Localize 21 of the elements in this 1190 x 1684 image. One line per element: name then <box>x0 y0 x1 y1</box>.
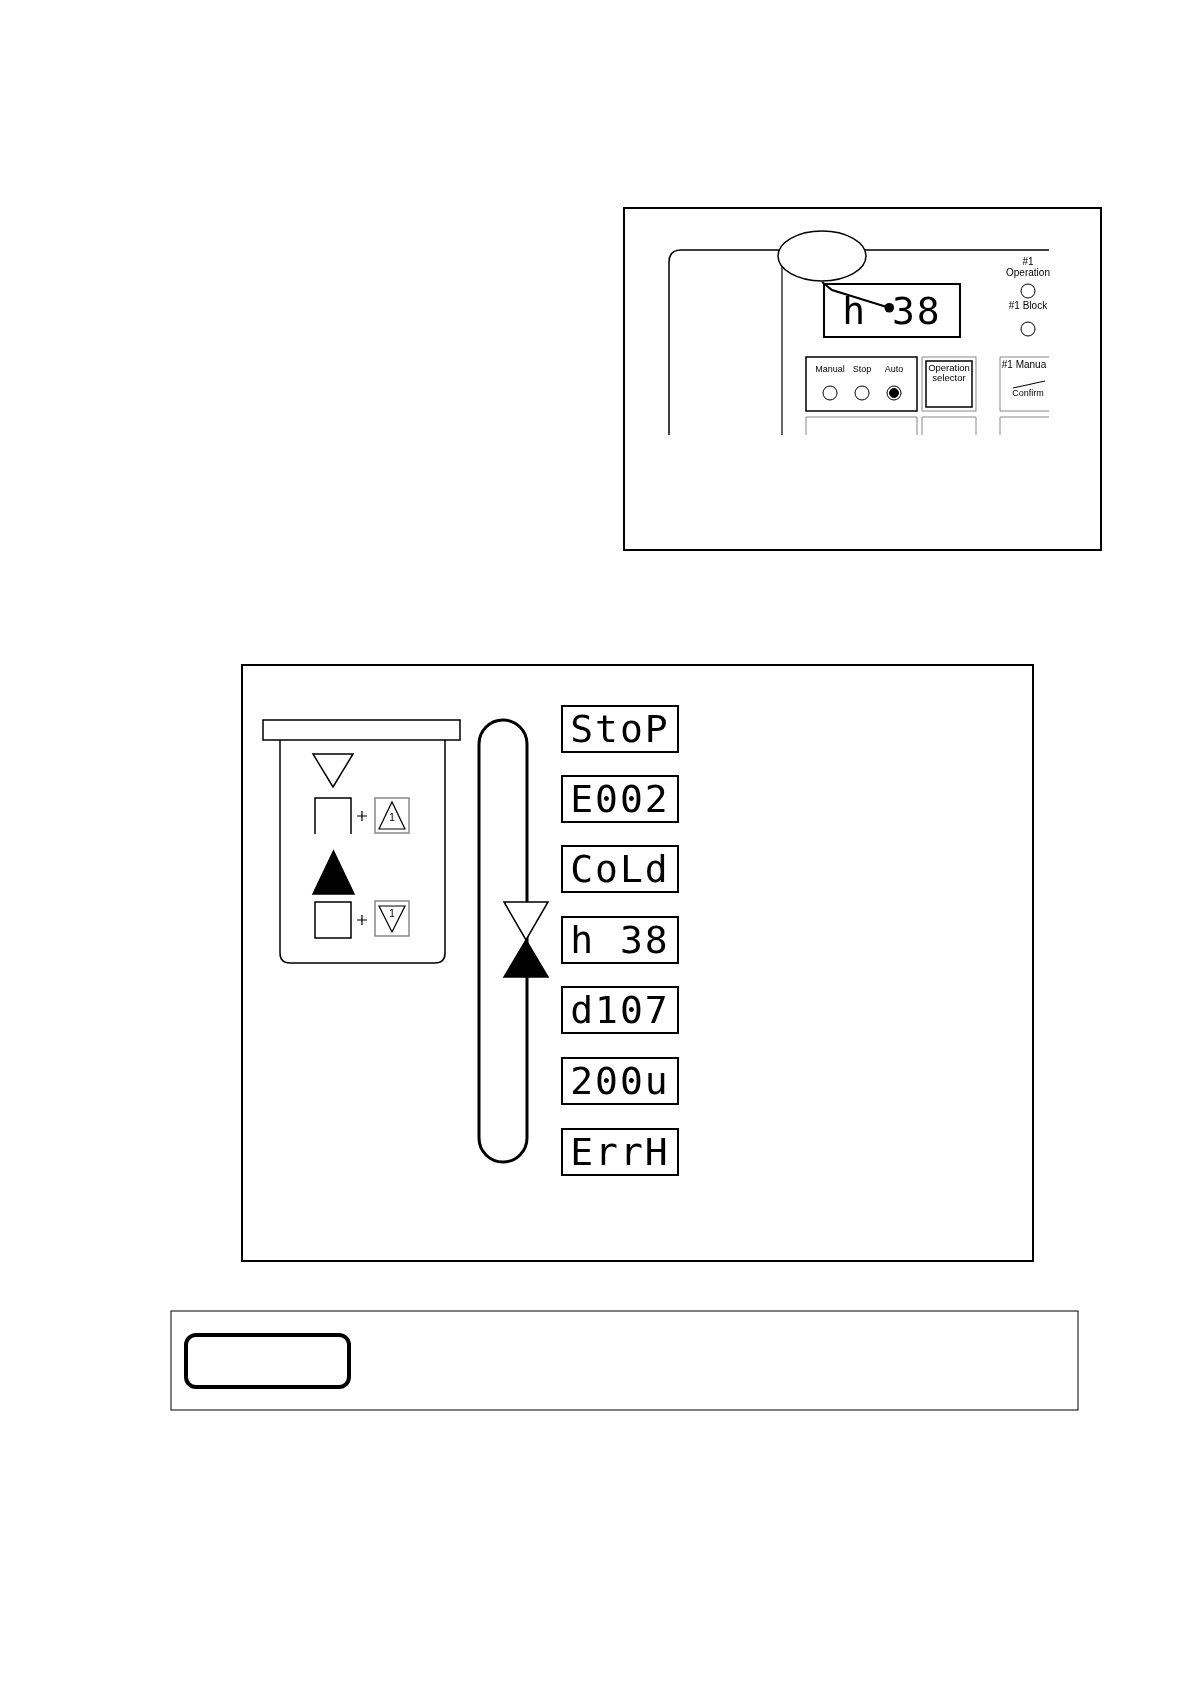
mode-label: Manual <box>814 365 846 375</box>
key-number: 1 <box>388 812 396 823</box>
callout-ellipse <box>777 230 867 282</box>
segment-display: 200u <box>561 1057 679 1105</box>
key-label: Operation selector <box>927 363 971 384</box>
key-label: #1 Manua <box>1000 359 1048 370</box>
segment-display: ErrH <box>561 1128 679 1176</box>
rounded-box <box>184 1333 351 1389</box>
leader-line <box>821 281 895 313</box>
segment-display: h 38 <box>823 283 961 338</box>
key-number: 1 <box>388 908 396 919</box>
indicator-label: #1 Block <box>1007 300 1049 311</box>
segment-display: h 38 <box>561 916 679 964</box>
mode-label: Stop <box>851 365 873 375</box>
segment-display: E002 <box>561 775 679 823</box>
segment-display: StoP <box>561 705 679 753</box>
key-label: Confirm <box>1011 389 1045 399</box>
mode-label: Auto <box>883 365 905 375</box>
segment-display: CoLd <box>561 845 679 893</box>
segment-display: d107 <box>561 986 679 1034</box>
indicator-label: #1 Operation <box>1005 256 1051 278</box>
